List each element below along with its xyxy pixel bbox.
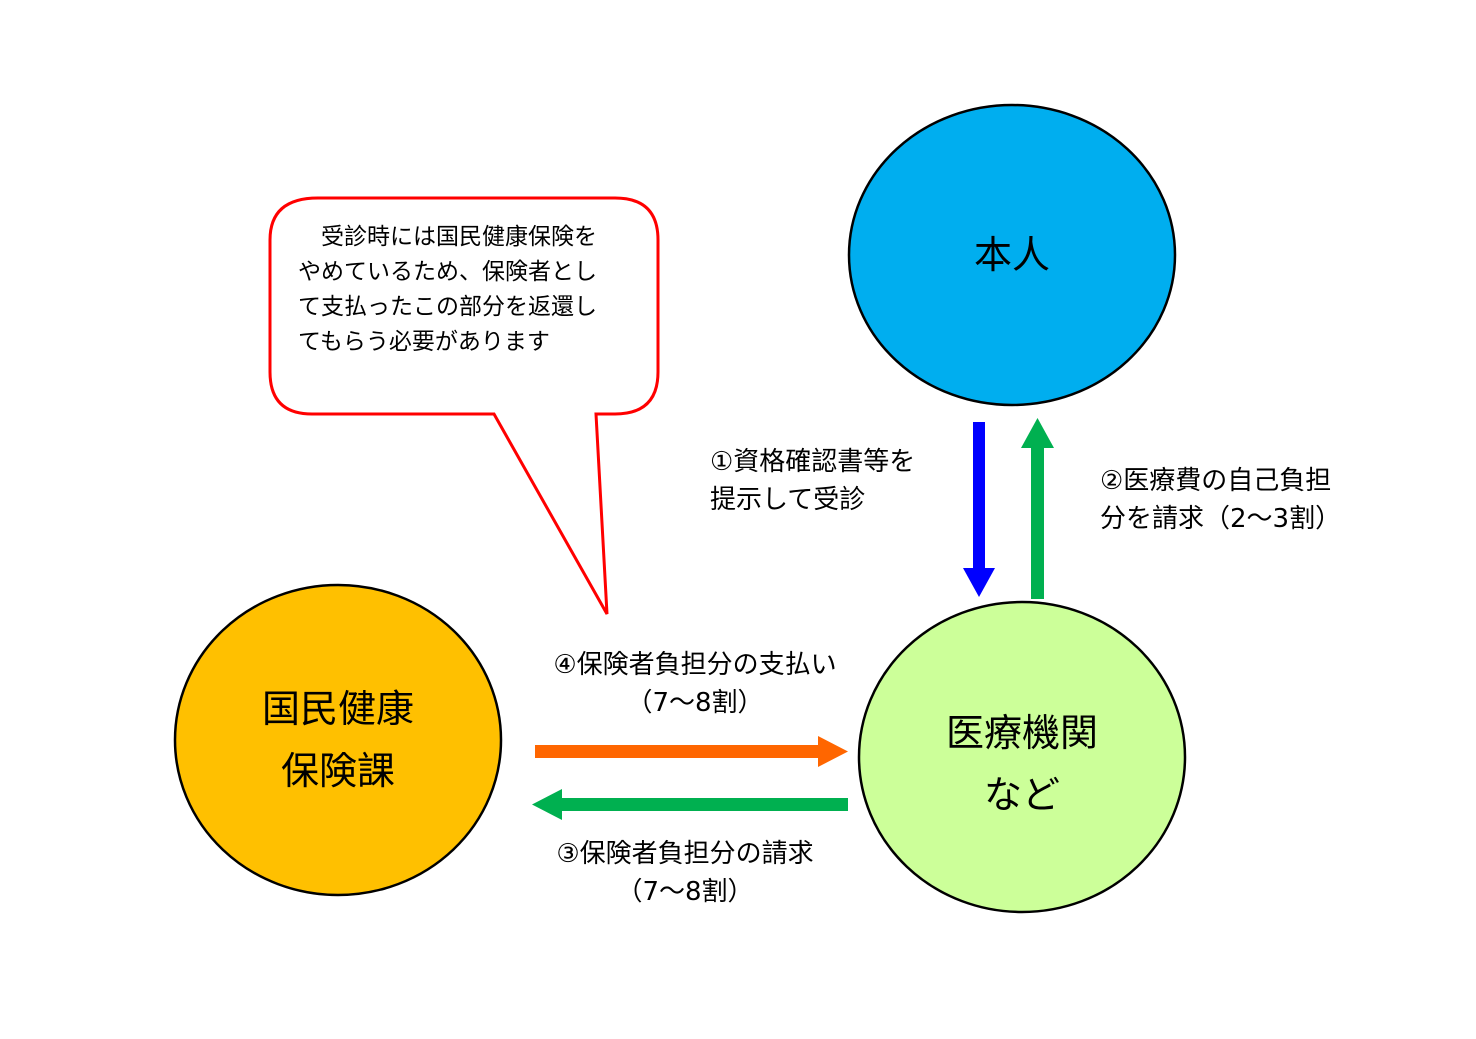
step2-label-line2: 分を請求（2～3割） [1100,504,1342,534]
arrow-step3-left [532,789,848,820]
medical-institution-circle [857,600,1187,914]
step3-label: ③保険者負担分の請求 （7～8割） [520,835,850,911]
insurance-section-circle [173,583,503,897]
person-label-text: 本人 [973,233,1050,277]
step2-label: ②医療費の自己負担 分を請求（2～3割） [1100,462,1341,538]
step1-label: ①資格確認書等を 提示して受診 [710,443,915,519]
arrow-step1-down [963,422,995,597]
medical-institution-label-line2: など [983,773,1060,817]
step4-label-line1: ④保険者負担分の支払い [553,650,837,680]
medical-institution-label-line1: 医療機関 [945,711,1098,755]
arrow-step4-right [535,736,848,767]
step4-label: ④保険者負担分の支払い （7～8割） [530,646,860,722]
medical-institution-label: 医療機関 など [912,702,1132,826]
insurance-section-label-line1: 国民健康 [261,687,414,731]
step3-label-line1: ③保険者負担分の請求 [556,839,814,869]
step2-label-line1: ②医療費の自己負担 [1100,466,1332,496]
step4-label-line2: （7～8割） [626,688,764,718]
person-label: 本人 [912,224,1112,286]
insurance-section-label-line2: 保険課 [280,749,395,793]
step3-label-line2: （7～8割） [616,877,754,907]
insurance-section-label: 国民健康 保険課 [228,678,448,802]
arrow-step2-up [1021,418,1054,599]
callout-bubble [268,196,660,615]
step1-label-line2: 提示して受診 [710,485,866,515]
callout-text: 受診時には国民健康保険を やめているため、保険者とし て支払ったこの部分を返還し… [298,224,597,355]
person-circle [847,103,1177,407]
step1-label-line1: ①資格確認書等を [710,447,916,477]
